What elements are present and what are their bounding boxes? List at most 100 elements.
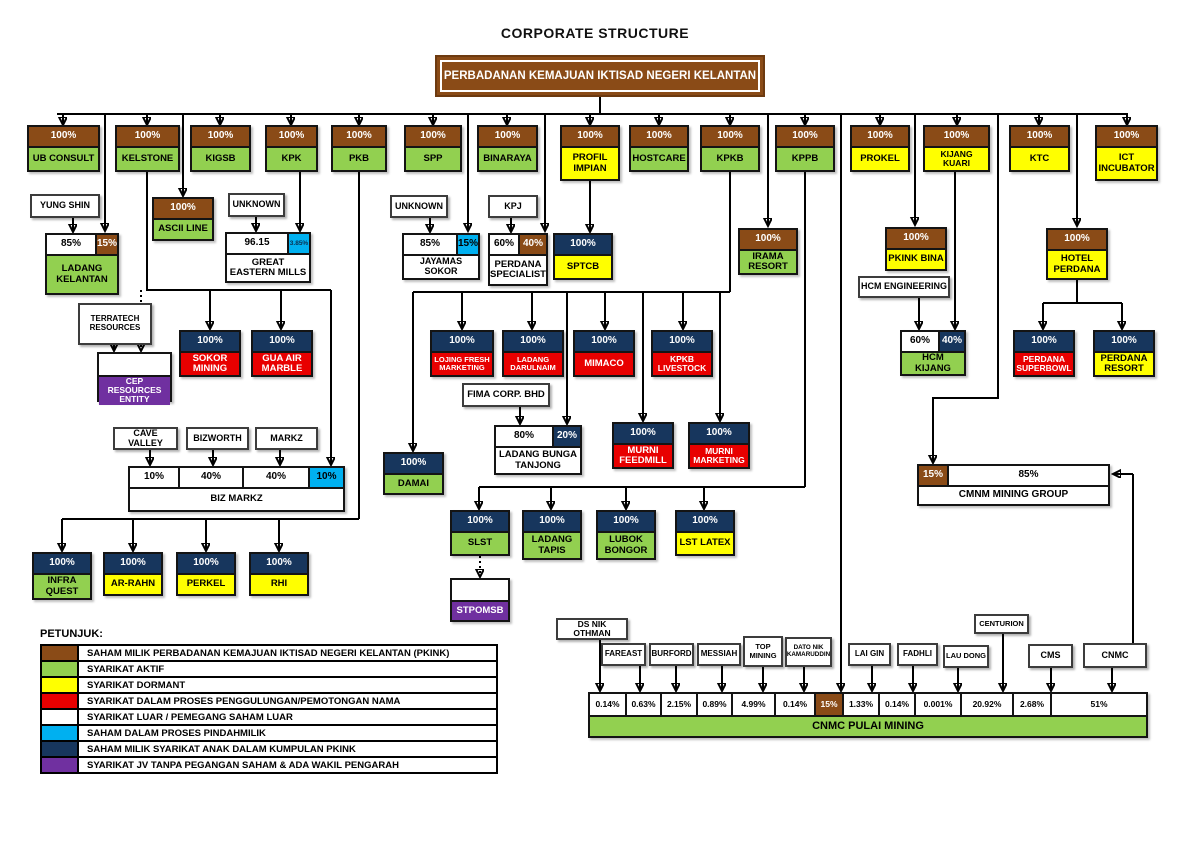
legend-row: SYARIKAT DALAM PROSES PENGGULUNGAN/PEMOT…: [42, 692, 496, 708]
node-hcm-kijang: 60%40% HCM KIJANG: [900, 330, 966, 376]
pulai-pct-1: 0.14%: [590, 694, 625, 715]
legend-row: SAHAM DALAM PROSES PINDAHMILIK: [42, 724, 496, 740]
node-pkink-bina: 100%PKINK BINA: [885, 227, 947, 271]
node-hostcare: 100%HOSTCARE: [629, 125, 689, 172]
node-burford: BURFORD: [649, 643, 694, 666]
node-kigsb: 100%KIGSB: [190, 125, 251, 172]
pct-kpj-share: 60%: [490, 235, 518, 254]
node-infra-quest: 100%INFRA QUEST: [32, 552, 92, 600]
node-murni-feedmill: 100%MURNI FEEDMILL: [612, 422, 674, 469]
node-irama-resort: 100%IRAMA RESORT: [738, 228, 798, 275]
node-gua-air-marble: 100%GUA AIR MARBLE: [251, 330, 313, 377]
pulai-pct-6: 0.14%: [774, 694, 814, 715]
node-ar-rahn: 100%AR-RAHN: [103, 552, 163, 596]
pct-yung-shin-share: 85%: [47, 235, 95, 254]
node-ascii-line: 100%ASCII LINE: [152, 197, 214, 241]
node-fareast: FAREAST: [601, 643, 646, 666]
pct-transfer-share: 3.85%: [287, 234, 309, 253]
pulai-pct-12: 2.68%: [1012, 694, 1050, 715]
node-lai-gin: LAI GIN: [848, 643, 891, 666]
node-fima-corp-bhd: FIMA CORP. BHD: [462, 383, 550, 407]
node-cnmc-pulai-mining: 0.14% 0.63% 2.15% 0.89% 4.99% 0.14% 15% …: [588, 692, 1148, 738]
pct-cnmc-share: 85%: [947, 466, 1108, 485]
node-ladang-tapis: 100%LADANG TAPIS: [522, 510, 582, 560]
node-prokel: 100%PROKEL: [850, 125, 910, 172]
node-kpk: 100%KPK: [265, 125, 318, 172]
pulai-pct-2: 0.63%: [625, 694, 660, 715]
pct-pkink-share: 40%: [518, 235, 546, 254]
pct-unknown-share: 85%: [404, 235, 456, 254]
node-jayamas-sokor: 85%15% JAYAMAS SOKOR: [402, 233, 480, 280]
node-ds-nik-othman: DS NIK OTHMAN: [556, 618, 628, 640]
legend-row: SAHAM MILIK PERBADANAN KEMAJUAN IKTISAD …: [42, 646, 496, 660]
node-sptcb: 100%SPTCB: [553, 233, 613, 280]
node-perkel: 100%PERKEL: [176, 552, 236, 596]
pulai-pct-8: 1.33%: [842, 694, 878, 715]
node-cmnm-mining-group: 15%85% CMNM MINING GROUP: [917, 464, 1110, 506]
biz-markz-pct-4: 10%: [308, 468, 343, 487]
node-kelstone: 100%KELSTONE: [115, 125, 180, 172]
node-kijang-kuari: 100%KIJANG KUARI: [923, 125, 990, 172]
node-messiah: MESSIAH: [697, 643, 741, 666]
node-lau-dong: LAU DONG: [943, 645, 989, 668]
pct-kpkb-share: 20%: [552, 427, 580, 446]
node-ladang-bunga-tanjong: 80%20% LADANG BUNGA TANJONG: [494, 425, 582, 475]
node-slst: 100%SLST: [450, 510, 510, 556]
node-damai: 100%DAMAI: [383, 452, 444, 495]
node-binaraya: 100%BINARAYA: [477, 125, 538, 172]
node-hotel-perdana: 100%HOTEL PERDANA: [1046, 228, 1108, 280]
node-mimaco: 100%MIMACO: [573, 330, 635, 377]
node-ktc: 100%KTC: [1009, 125, 1070, 172]
node-perdana-resort: 100%PERDANA RESORT: [1093, 330, 1155, 377]
node-pkink-root: PERBADANAN KEMAJUAN IKTISAD NEGERI KELAN…: [435, 55, 765, 97]
node-rhi: 100%RHI: [249, 552, 309, 596]
pulai-pct-7-pkink: 15%: [814, 694, 842, 715]
node-ladang-kelantan: 85%15% LADANG KELANTAN: [45, 233, 119, 295]
node-cep-resources-entity: CEP RESOURCES ENTITY: [97, 352, 172, 405]
node-unknown-mid: UNKNOWN: [390, 195, 448, 218]
node-unknown-left: UNKNOWN: [228, 193, 285, 217]
node-perdana-specialist: 60%40% PERDANA SPECIALIST: [488, 233, 548, 286]
node-hcm-engineering: HCM ENGINEERING: [858, 276, 950, 298]
node-cnmc: CNMC: [1083, 643, 1147, 668]
legend-swatch-pkink-brown: [42, 646, 79, 660]
node-dato-nik-kamaruddin: DATO NIK KAMARUDDIN: [785, 637, 832, 667]
cep-blank-cell: [99, 354, 170, 375]
legend: SAHAM MILIK PERBADANAN KEMAJUAN IKTISAD …: [40, 644, 498, 774]
legend-swatch-dormant-yellow: [42, 678, 79, 692]
legend-row: SYARIKAT DORMANT: [42, 676, 496, 692]
legend-swatch-external-white: [42, 710, 79, 724]
node-kpkb: 100%KPKB: [700, 125, 760, 172]
root-label: PERBADANAN KEMAJUAN IKTISAD NEGERI KELAN…: [440, 60, 760, 92]
pulai-pct-4: 0.89%: [696, 694, 731, 715]
legend-swatch-active-green: [42, 662, 79, 676]
node-terratech-resources: TERRATECH RESOURCES: [78, 303, 152, 345]
node-lojing-fresh-marketing: 100%LOJING FRESH MARKETING: [430, 330, 494, 377]
legend-row: SAHAM MILIK SYARIKAT ANAK DALAM KUMPULAN…: [42, 740, 496, 756]
legend-swatch-winding-up-red: [42, 694, 79, 708]
legend-swatch-subsidiary-navy: [42, 742, 79, 756]
pct-fima-share: 80%: [496, 427, 552, 446]
node-stpomsb: STPOMSB: [450, 578, 510, 622]
biz-markz-pct-2: 40%: [178, 468, 242, 487]
node-ladang-darulnaim: 100%LADANG DARULNAIM: [502, 330, 564, 377]
node-kppb: 100%KPPB: [775, 125, 835, 172]
node-top-mining: TOP MINING: [743, 636, 783, 667]
biz-markz-pct-1: 10%: [130, 468, 178, 487]
legend-row: SYARIKAT AKTIF: [42, 660, 496, 676]
node-murni-marketing: 100%MURNI MARKETING: [688, 422, 750, 469]
node-pkb: 100%PKB: [331, 125, 387, 172]
legend-row: SYARIKAT JV TANPA PEGANGAN SAHAM & ADA W…: [42, 756, 496, 772]
biz-markz-pct-3: 40%: [242, 468, 308, 487]
node-lst-latex: 100%LST LATEX: [675, 510, 735, 556]
node-biz-markz: 10% 40% 40% 10% BIZ MARKZ: [128, 466, 345, 512]
pct-unknown-share: 96.15: [227, 234, 287, 253]
node-cave-valley: CAVE VALLEY: [113, 427, 178, 450]
legend-swatch-jv-purple: [42, 758, 79, 772]
node-profil-impian: 100%PROFIL IMPIAN: [560, 125, 620, 181]
node-sokor-mining: 100%SOKOR MINING: [179, 330, 241, 377]
legend-row: SYARIKAT LUAR / PEMEGANG SAHAM LUAR: [42, 708, 496, 724]
node-ub-consult: 100%UB CONSULT: [27, 125, 100, 172]
